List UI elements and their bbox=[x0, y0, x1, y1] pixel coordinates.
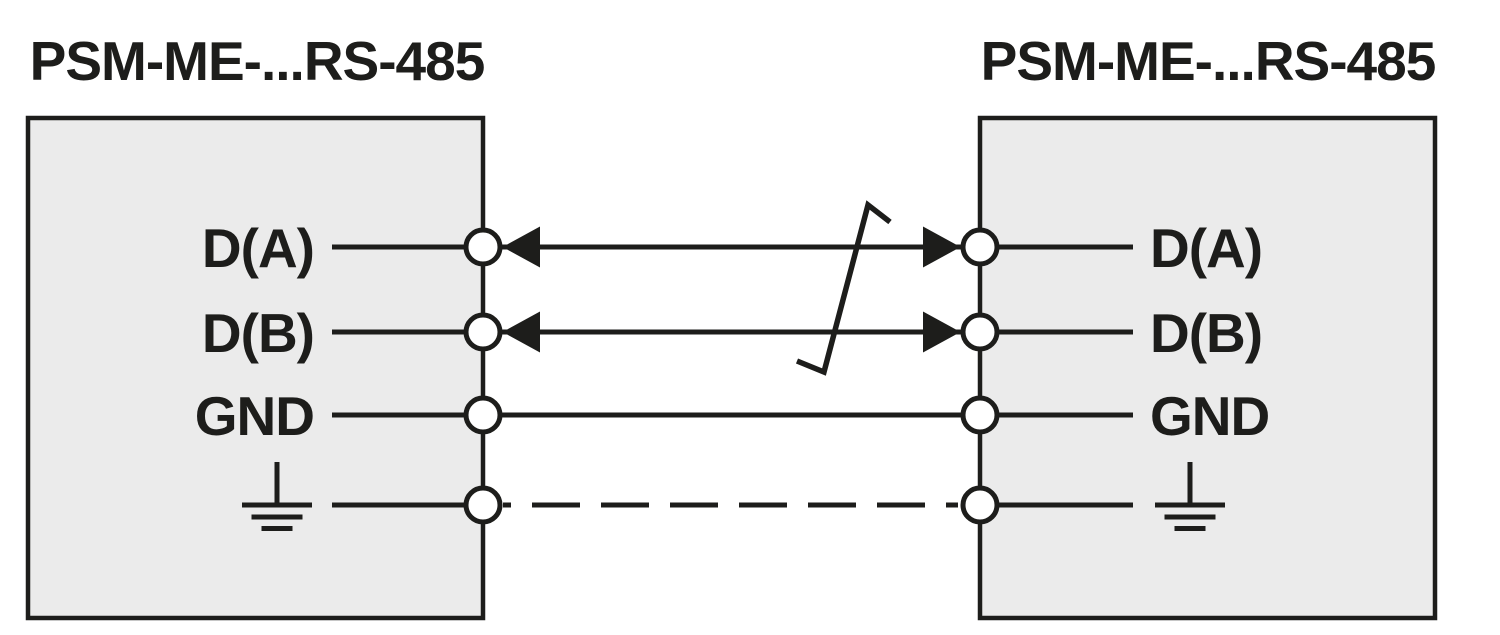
right-device-box bbox=[977, 115, 1438, 621]
right-earth-terminal bbox=[960, 485, 1000, 525]
right-da-label: D(A) bbox=[1150, 217, 1262, 279]
right-gnd-terminal bbox=[960, 395, 1000, 435]
db-left-arrowhead-icon bbox=[502, 311, 540, 353]
right-db-label: D(B) bbox=[1150, 302, 1262, 364]
left-da-label: D(A) bbox=[202, 217, 314, 279]
left-earth-terminal bbox=[463, 485, 503, 525]
right-db-terminal bbox=[960, 312, 1000, 352]
left-db-label: D(B) bbox=[202, 302, 314, 364]
left-device-box bbox=[25, 115, 486, 621]
left-gnd-terminal bbox=[463, 395, 503, 435]
left-gnd-label: GND bbox=[195, 385, 314, 447]
da-left-arrowhead-icon bbox=[502, 226, 540, 268]
left-da-terminal bbox=[463, 227, 503, 267]
right-earth-ground-icon bbox=[1155, 462, 1225, 531]
right-gnd-label: GND bbox=[1150, 385, 1269, 447]
left-db-terminal bbox=[463, 312, 503, 352]
left-device-title: PSM-ME-...RS-485 bbox=[30, 30, 485, 92]
da-right-arrowhead-icon bbox=[923, 226, 961, 268]
right-device-title: PSM-ME-...RS-485 bbox=[981, 30, 1436, 92]
right-da-terminal bbox=[960, 227, 1000, 267]
left-earth-ground-icon bbox=[242, 462, 312, 531]
twisted-pair-slash-icon bbox=[795, 200, 892, 376]
db-right-arrowhead-icon bbox=[923, 311, 961, 353]
